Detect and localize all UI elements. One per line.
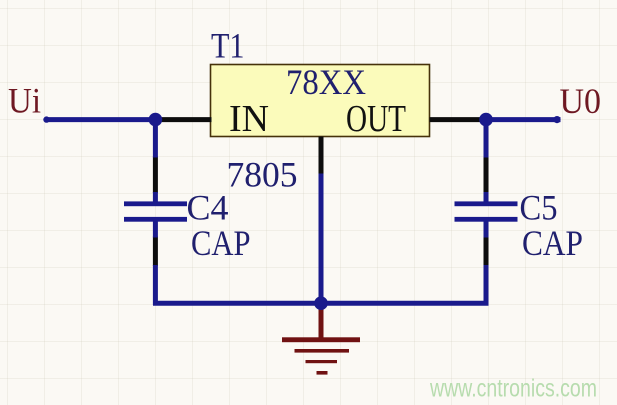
svg-text:www.cntronics.com: www.cntronics.com — [429, 375, 597, 403]
svg-text:CAP: CAP — [522, 223, 583, 263]
svg-text:OUT: OUT — [346, 98, 406, 140]
svg-text:IN: IN — [229, 98, 269, 140]
svg-text:CAP: CAP — [191, 223, 251, 263]
svg-text:C4: C4 — [187, 188, 229, 228]
svg-text:Ui: Ui — [8, 81, 41, 121]
svg-text:7805: 7805 — [227, 155, 298, 195]
svg-text:78XX: 78XX — [286, 62, 366, 102]
svg-text:T1: T1 — [211, 26, 245, 66]
svg-text:U0: U0 — [560, 81, 602, 121]
svg-text:C5: C5 — [520, 188, 558, 228]
